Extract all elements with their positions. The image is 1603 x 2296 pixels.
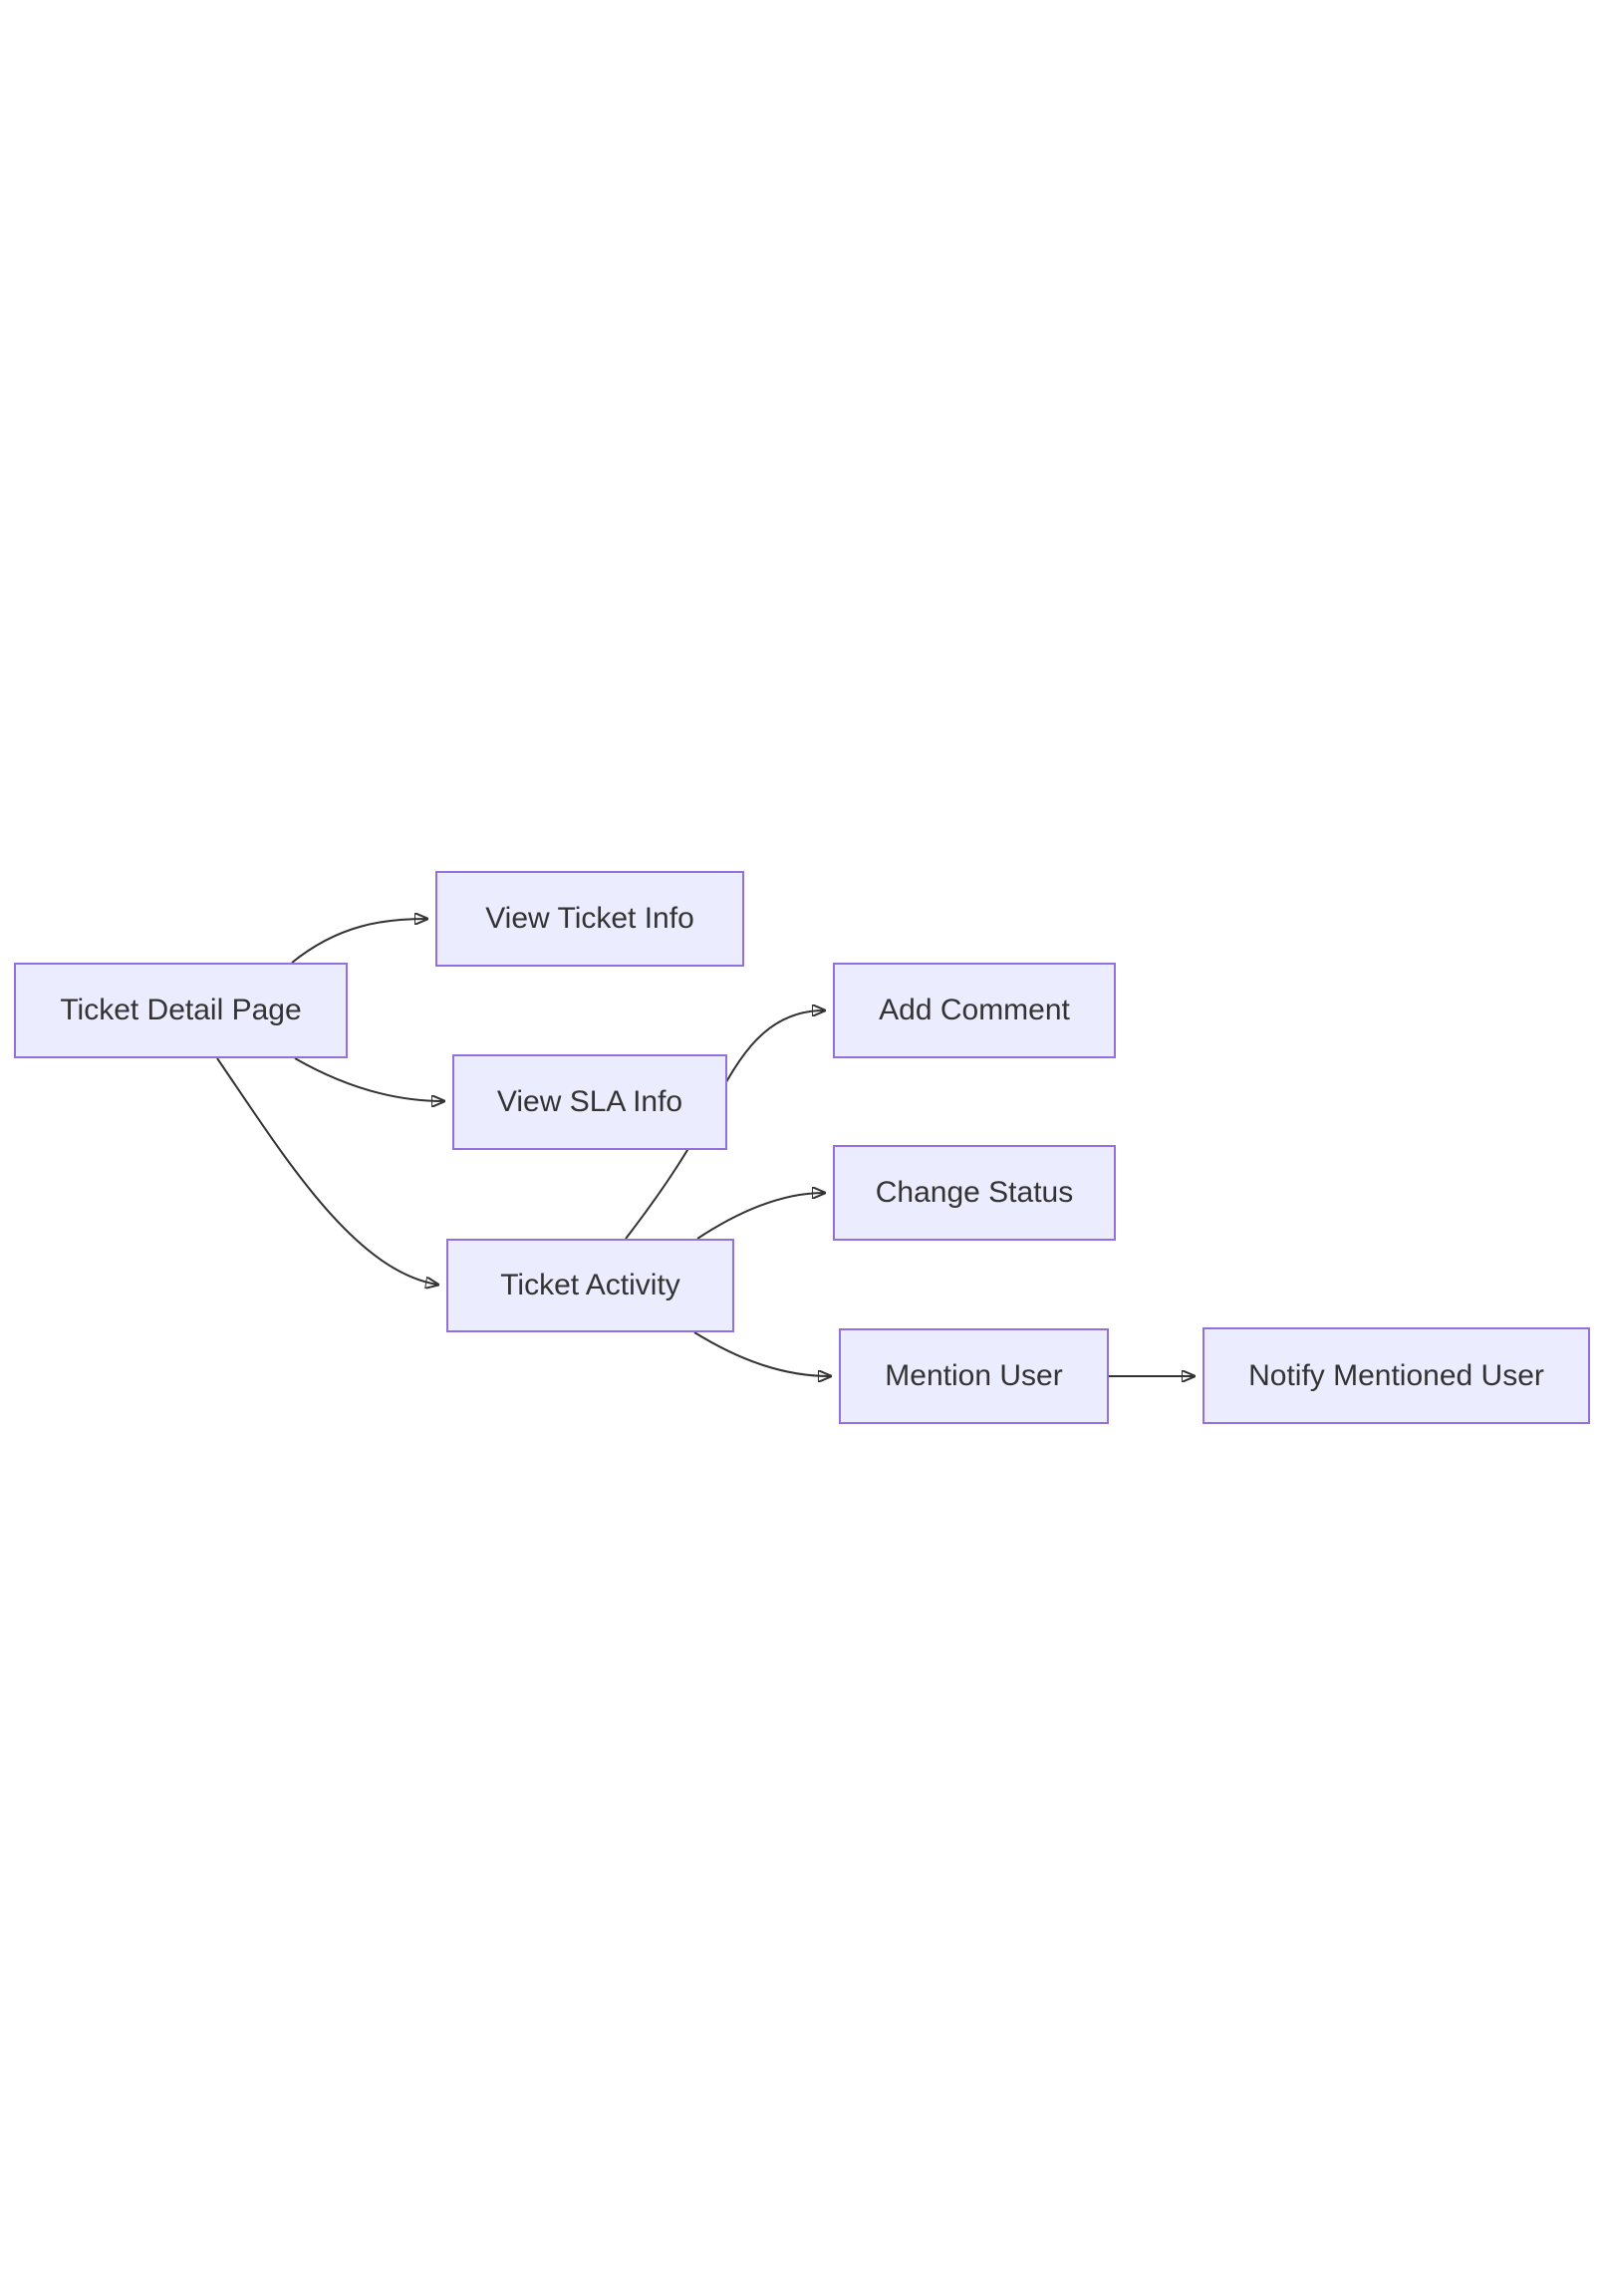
node-view-sla-info: View SLA Info — [452, 1054, 727, 1150]
node-add-comment: Add Comment — [833, 963, 1116, 1058]
node-label: Notify Mentioned User — [1248, 1358, 1544, 1392]
node-label: Ticket Detail Page — [60, 994, 302, 1026]
edge-ticket-activity-to-change-status — [696, 1193, 824, 1240]
node-label: Change Status — [875, 1176, 1074, 1209]
node-label: View SLA Info — [496, 1085, 683, 1118]
node-view-ticket-info: View Ticket Info — [435, 871, 744, 967]
node-label: Add Comment — [879, 994, 1070, 1026]
edge-mention-user-arrow-in — [693, 1331, 830, 1376]
node-change-status: Change Status — [833, 1145, 1116, 1241]
node-ticket-activity: Ticket Activity — [446, 1239, 734, 1332]
node-label: Ticket Activity — [500, 1269, 680, 1301]
node-notify-mentioned-user: Notify Mentioned User — [1202, 1327, 1590, 1424]
edge-ticket-detail-page-to-view-sla-info — [294, 1057, 443, 1101]
node-mention-user: Mention User — [839, 1328, 1109, 1424]
node-label: Mention User — [885, 1359, 1063, 1392]
edge-ticket-detail-page-to-ticket-activity — [216, 1057, 437, 1285]
node-ticket-detail-page: Ticket Detail Page — [14, 963, 348, 1058]
node-label: View Ticket Info — [485, 902, 694, 935]
edge-ticket-detail-page-to-view-ticket-info — [291, 919, 426, 964]
